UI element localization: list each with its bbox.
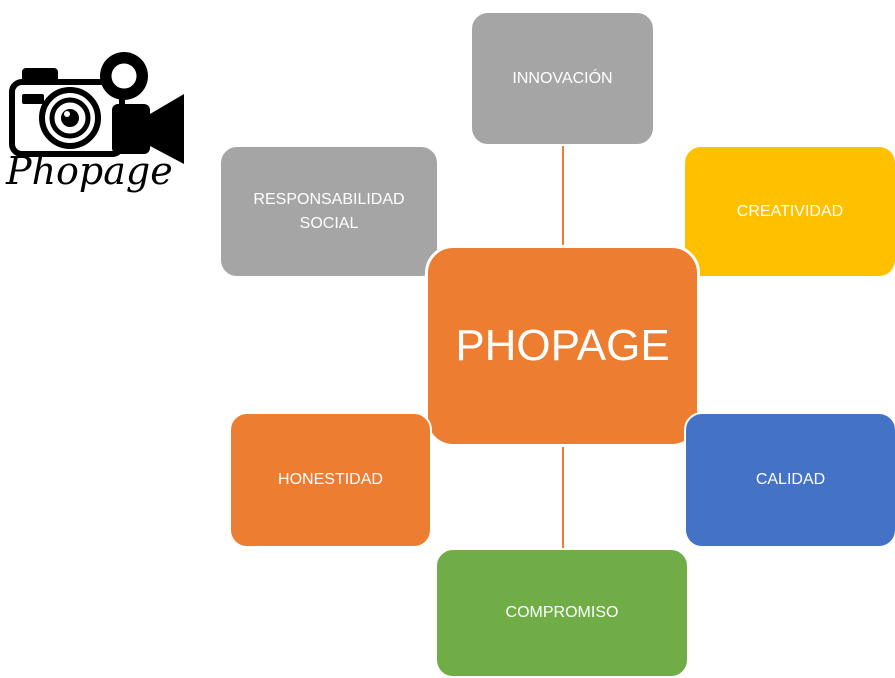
node-responsabilidad-social: RESPONSABILIDAD SOCIAL — [219, 145, 439, 278]
node-compromiso: COMPROMISO — [435, 548, 689, 678]
camera-video-icon: Phopage — [5, 52, 184, 193]
node-compromiso-label: COMPROMISO — [505, 604, 619, 622]
node-creatividad: CREATIVIDAD — [683, 145, 895, 278]
node-innovacion-label: INNOVACIÓN — [512, 69, 613, 87]
connector-top — [562, 146, 564, 248]
connector-bottom — [562, 444, 564, 550]
node-phopage-label: PHOPAGE — [455, 321, 670, 371]
node-calidad: CALIDAD — [684, 412, 895, 548]
node-calidad-label: CALIDAD — [755, 471, 826, 489]
node-responsabilidad-social-label: RESPONSABILIDAD SOCIAL — [253, 191, 405, 232]
node-honestidad-label: HONESTIDAD — [278, 471, 383, 489]
node-honestidad: HONESTIDAD — [229, 412, 432, 548]
node-innovacion: INNOVACIÓN — [470, 11, 655, 146]
node-phopage-center: PHOPAGE — [425, 245, 700, 447]
phopage-logo: Phopage — [0, 48, 200, 218]
logo-text: Phopage — [5, 149, 173, 193]
node-creatividad-label: CREATIVIDAD — [736, 202, 844, 220]
